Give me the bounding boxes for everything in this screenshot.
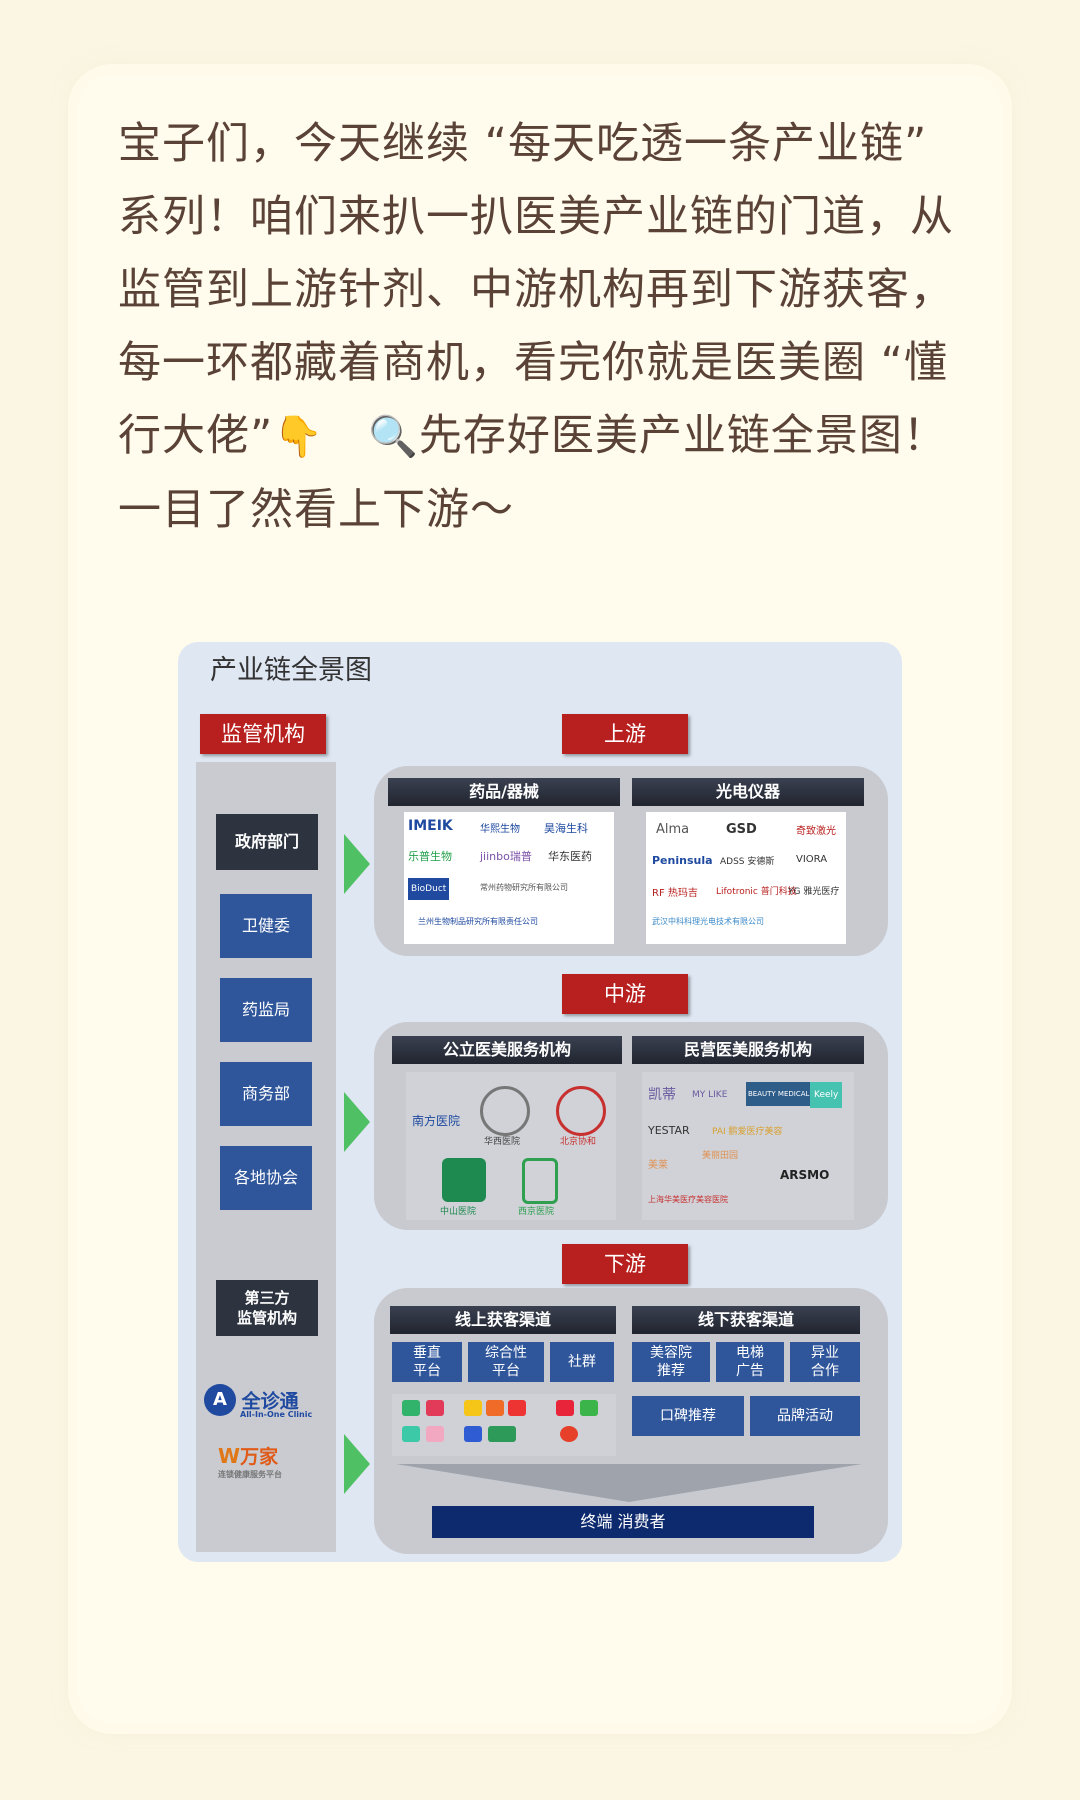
- intro-text-1: 宝子们，今天继续 “每天吃透一条产业链” 系列！咱们来扒一扒医美产业链的门道，从…: [118, 119, 954, 461]
- gengmei-app-icon: [402, 1426, 420, 1442]
- ali-health-icon: [488, 1426, 516, 1442]
- xinyang-app-icon: [402, 1400, 420, 1416]
- meibei-app-icon: [426, 1426, 444, 1442]
- offline-brand-events: 品牌活动: [750, 1396, 860, 1436]
- pointing-down-icon: 👇: [273, 414, 325, 460]
- magnifier-icon: 🔍: [368, 414, 419, 460]
- downstream-tag: 下游: [562, 1244, 688, 1284]
- upstream-col2-logos: Alma GSD 奇致激光 Peninsula ADSS 安德斯 VIORA R…: [646, 812, 846, 944]
- midstream-col2-logos: 凯蒂 MY LIKE BEAUTY MEDICAL Keely YESTAR P…: [642, 1072, 854, 1220]
- meituan-app-icon: [464, 1400, 482, 1416]
- upstream-tag: 上游: [562, 714, 688, 754]
- gov-item-health-commission: 卫健委: [220, 894, 312, 958]
- intro-paragraph: 宝子们，今天继续 “每天吃透一条产业链” 系列！咱们来扒一扒医美产业链的门道，从…: [118, 108, 978, 547]
- arrow-downstream: [344, 1434, 370, 1494]
- upstream-col1-logos: IMEIK 华熙生物 昊海生科 乐普生物 jiinbo瑞普 华东医药 BioDu…: [404, 812, 614, 944]
- red-app-icon: [508, 1400, 526, 1416]
- zhongshan-seal-icon: [442, 1158, 486, 1202]
- baidu-app-icon: [464, 1426, 482, 1442]
- upstream-col2-header: 光电仪器: [632, 778, 864, 806]
- figure-title: 产业链全景图: [210, 655, 372, 686]
- online-header: 线上获客渠道: [390, 1306, 616, 1334]
- online-app-icons: [392, 1394, 616, 1456]
- offline-word-of-mouth: 口碑推荐: [632, 1396, 744, 1436]
- xiehe-seal-icon: [556, 1086, 606, 1136]
- weibo-icon: [560, 1426, 578, 1442]
- arrow-upstream: [344, 834, 370, 894]
- wechat-icon: [580, 1400, 598, 1416]
- huaxi-seal-icon: [480, 1086, 530, 1136]
- funnel-shape: [396, 1464, 862, 1502]
- online-community: 社群: [550, 1342, 614, 1382]
- offline-beauty-salon: 美容院 推荐: [632, 1342, 710, 1382]
- end-consumer-bar: 终端 消费者: [432, 1506, 814, 1538]
- yuemei-app-icon: [426, 1400, 444, 1416]
- offline-header: 线下获客渠道: [632, 1306, 860, 1334]
- quanzhentong-logo: A 全诊通 All-In-One Clinic: [204, 1384, 312, 1419]
- gov-item-drug-admin: 药监局: [220, 978, 312, 1042]
- downstream-panel: 线上获客渠道 线下获客渠道 垂直 平台 综合性 平台 社群 美容院 推荐 电梯 …: [374, 1288, 888, 1554]
- wanjia-logo: W万家 连锁健康服务平台: [218, 1444, 282, 1479]
- midstream-col1-header: 公立医美服务机构: [392, 1036, 622, 1064]
- upstream-panel: 药品/器械 光电仪器 IMEIK 华熙生物 昊海生科 乐普生物 jiinbo瑞普…: [374, 766, 888, 956]
- third-party-box: 第三方 监管机构: [216, 1280, 318, 1336]
- online-vertical-platform: 垂直 平台: [392, 1342, 462, 1382]
- midstream-col1-logos: 南方医院 华西医院 北京协和 中山医院 西京医院: [406, 1072, 616, 1220]
- regulator-tag: 监管机构: [200, 714, 326, 754]
- xijing-seal-icon: [522, 1158, 558, 1204]
- intro-text-2: 先存好医美产业链全景图！一目了然看上下游～: [118, 411, 947, 535]
- arrow-midstream: [344, 1092, 370, 1152]
- dianping-app-icon: [486, 1400, 504, 1416]
- midstream-panel: 公立医美服务机构 民营医美服务机构 南方医院 华西医院 北京协和 中山医院 西京…: [374, 1022, 888, 1230]
- midstream-tag: 中游: [562, 974, 688, 1014]
- offline-cross-industry: 异业 合作: [790, 1342, 860, 1382]
- xiaohongshu-app-icon: [556, 1400, 574, 1416]
- upstream-col1-header: 药品/器械: [388, 778, 620, 806]
- gov-dept-box: 政府部门: [216, 814, 318, 870]
- midstream-col2-header: 民营医美服务机构: [632, 1036, 864, 1064]
- online-general-platform: 综合性 平台: [468, 1342, 544, 1382]
- gov-item-associations: 各地协会: [220, 1146, 312, 1210]
- gov-item-commerce: 商务部: [220, 1062, 312, 1126]
- offline-elevator-ads: 电梯 广告: [716, 1342, 784, 1382]
- industry-chain-figure: 产业链全景图 监管机构 政府部门 卫健委 药监局 商务部 各地协会 第三方 监管…: [178, 642, 902, 1562]
